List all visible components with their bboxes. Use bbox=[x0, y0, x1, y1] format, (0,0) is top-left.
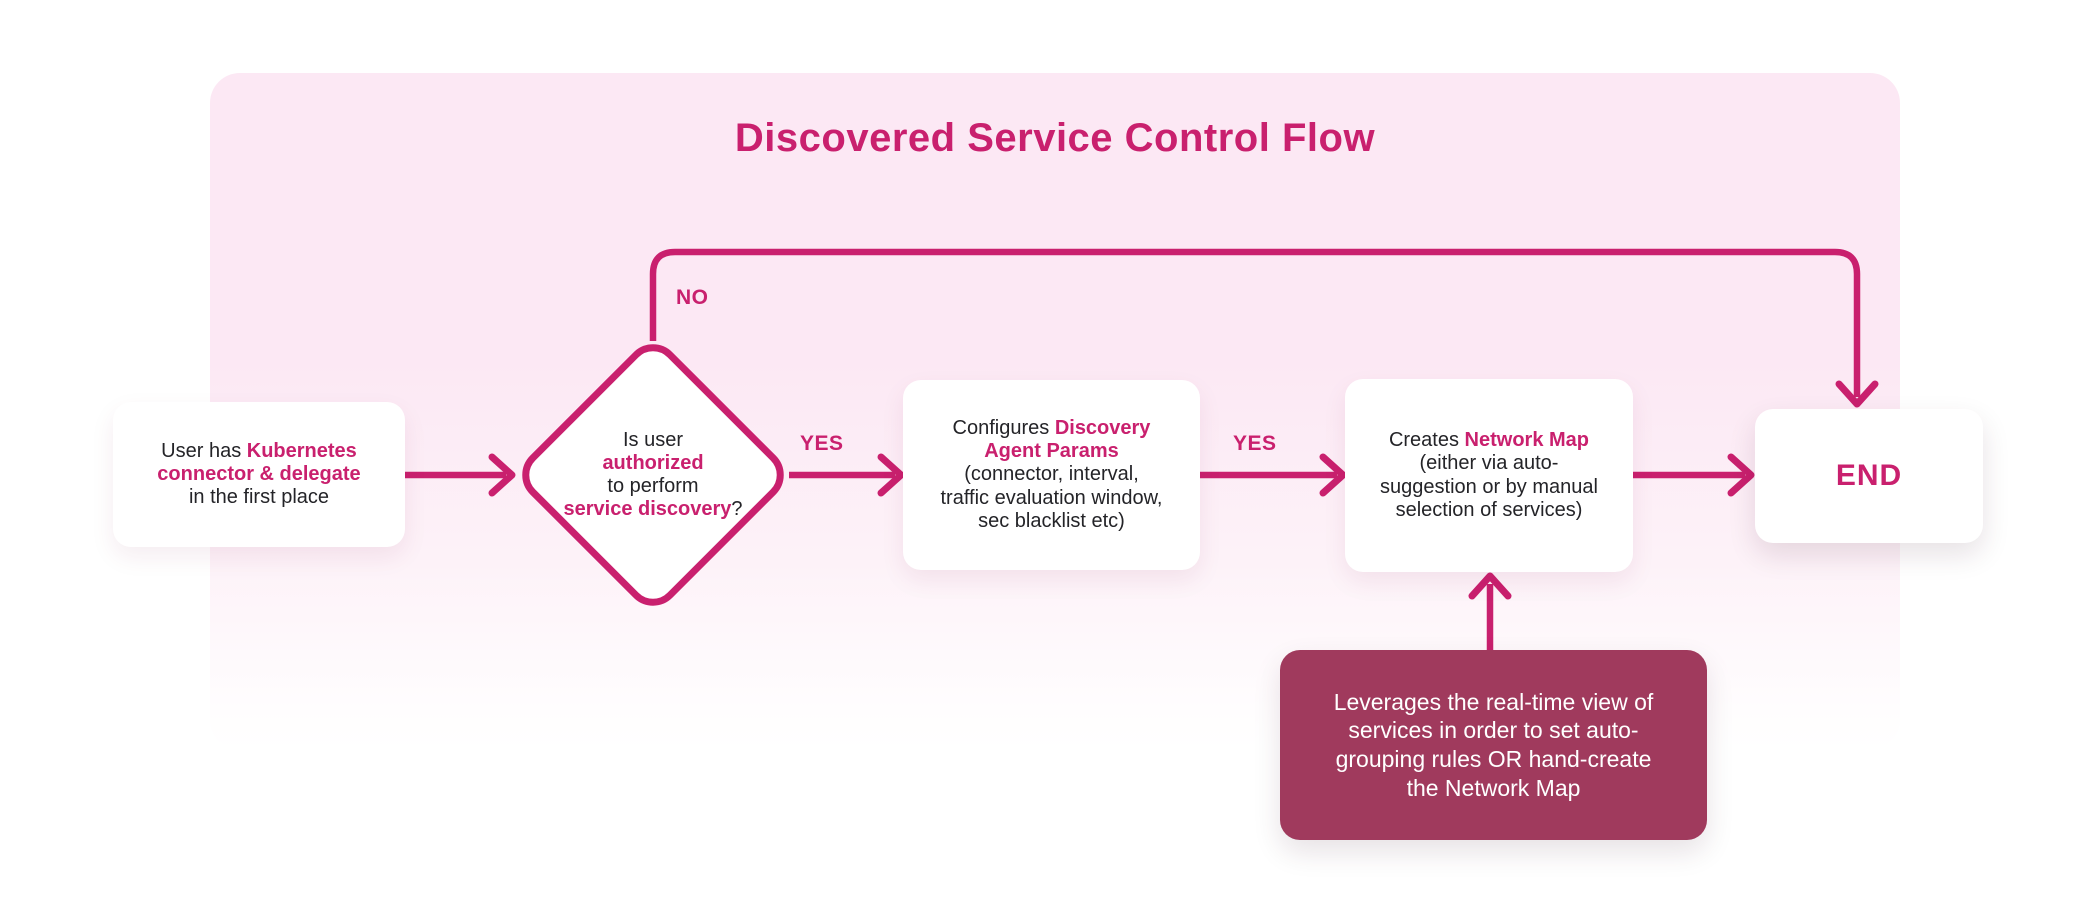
label-yes-decision: YES bbox=[800, 432, 844, 455]
node-create-network-map: Creates Network Map(either via auto-sugg… bbox=[1345, 379, 1633, 572]
label-yes-configure: YES bbox=[1233, 432, 1277, 455]
arrowhead-note-to-create bbox=[1468, 572, 1512, 600]
node-create-text: Creates Network Map(either via auto-sugg… bbox=[1380, 429, 1598, 521]
diagram-title: Discovered Service Control Flow bbox=[734, 116, 1376, 160]
arrowhead-create-to-end bbox=[1727, 453, 1755, 497]
arrowhead-decision-no-to-end bbox=[1835, 380, 1879, 408]
decision-diamond-shape bbox=[522, 344, 784, 606]
arrow-decision-no-to-end bbox=[649, 248, 1861, 397]
node-end-label: END bbox=[1835, 458, 1903, 492]
arrowhead-start-to-decision bbox=[488, 453, 516, 497]
label-no: NO bbox=[676, 286, 709, 309]
node-end: END bbox=[1755, 409, 1983, 543]
arrowhead-decision-to-configure bbox=[877, 453, 905, 497]
arrowhead-configure-to-create bbox=[1319, 453, 1347, 497]
